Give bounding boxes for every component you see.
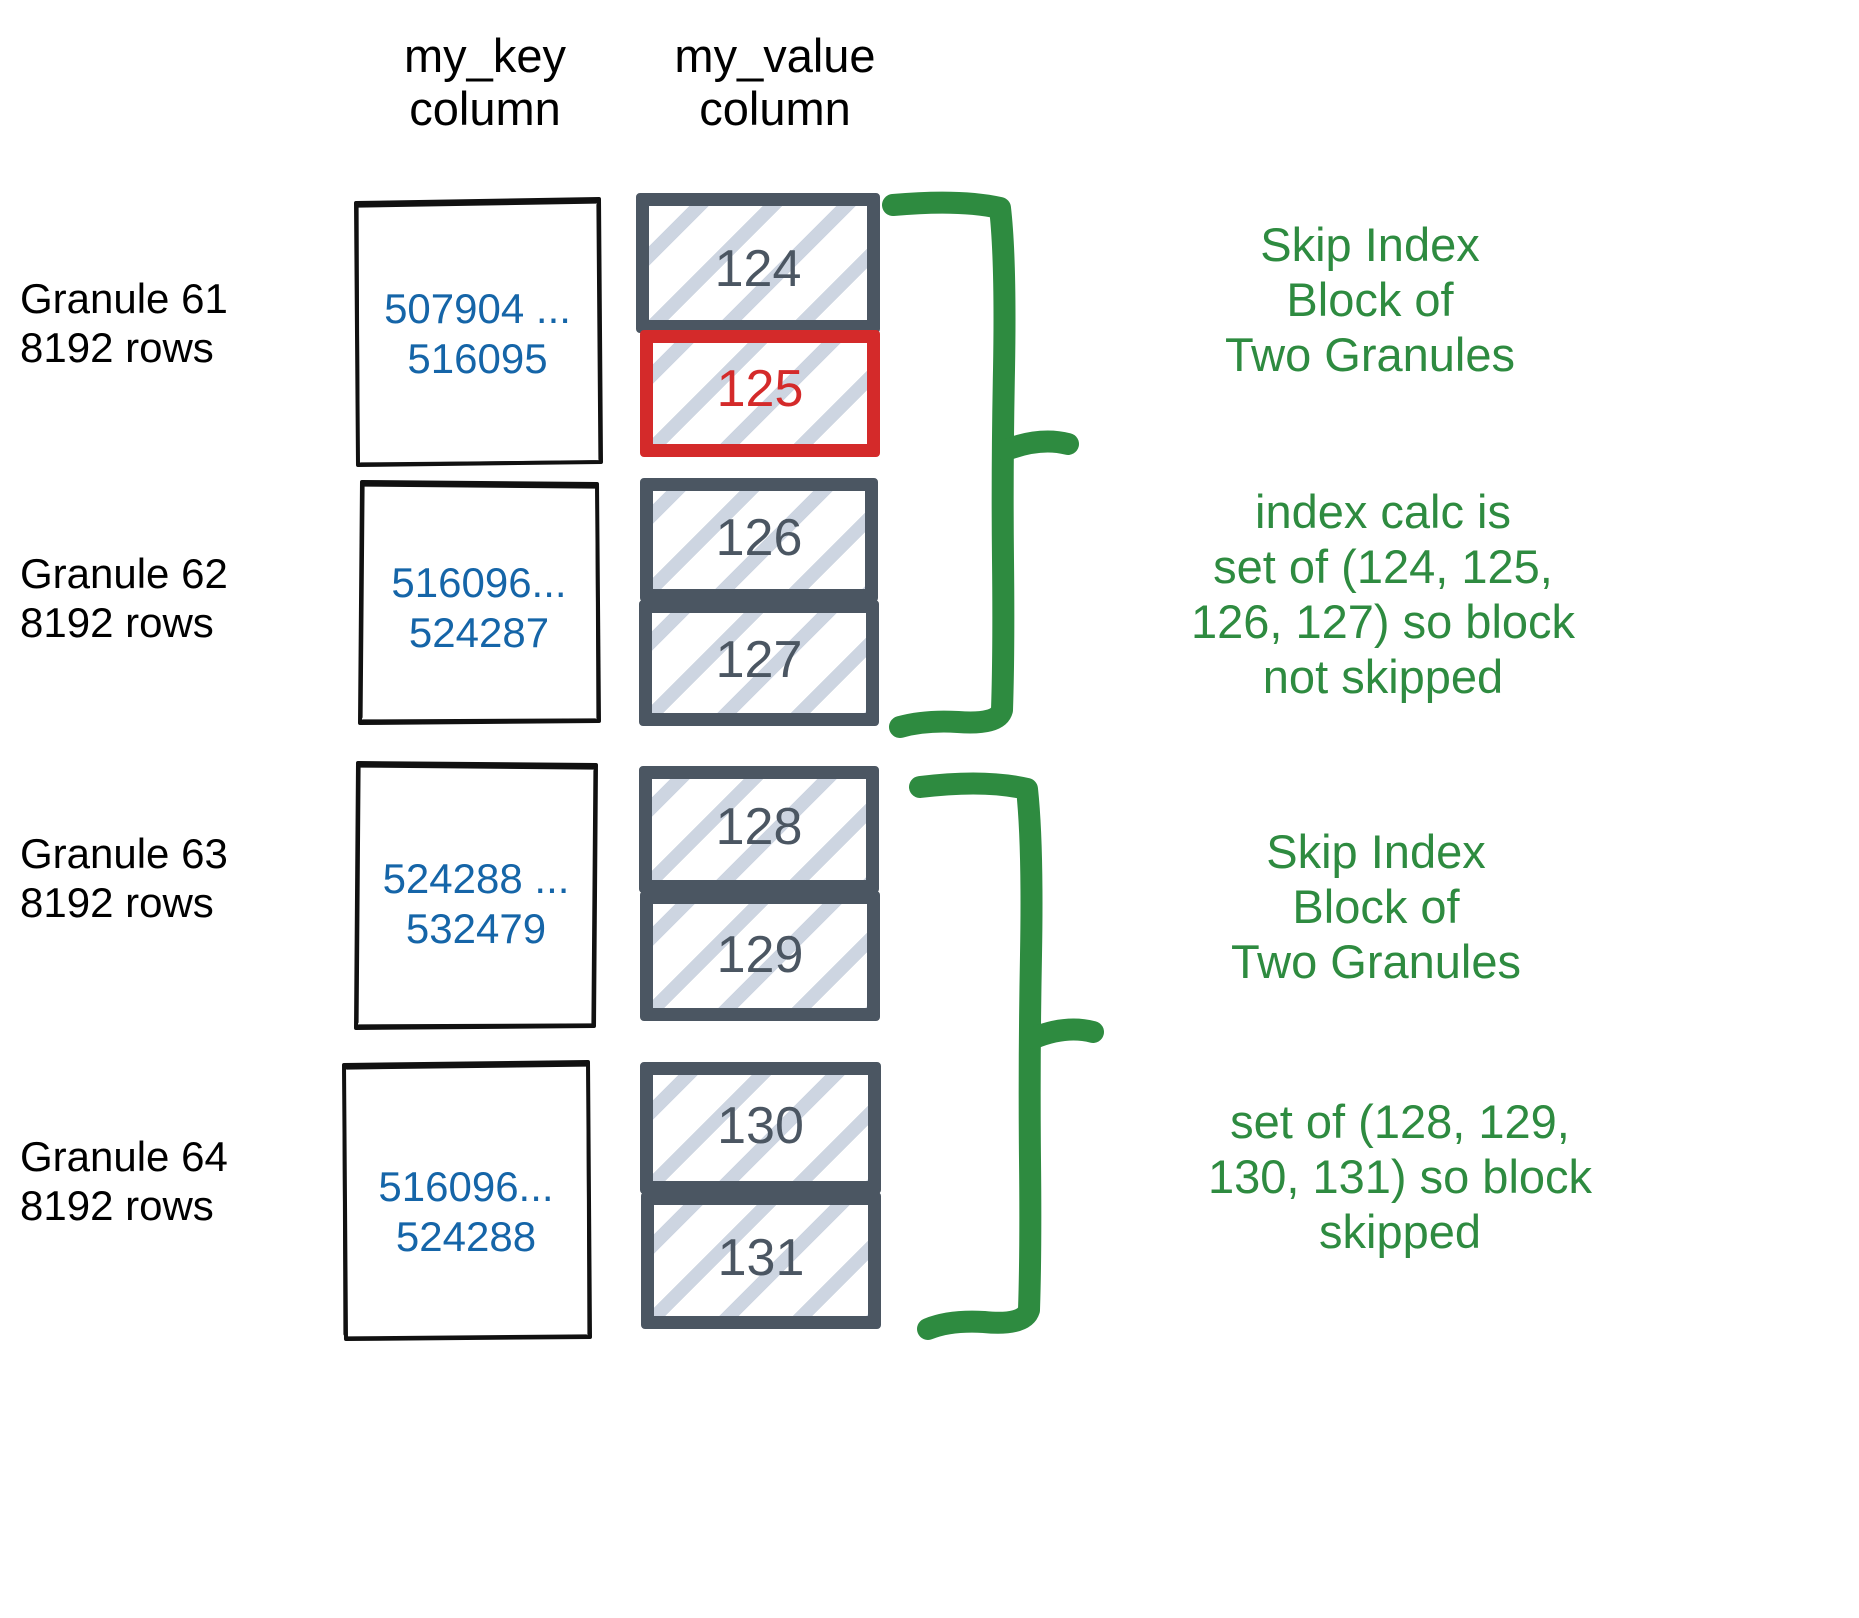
- value-number-127: 127: [715, 631, 803, 689]
- value-number-129: 129: [716, 926, 804, 984]
- granule-label-64: Granule 64 8192 rows: [20, 1133, 228, 1229]
- sketch-border-icon: [358, 480, 601, 725]
- sketch-border-icon: [342, 1060, 592, 1341]
- value-cell-124-hatch: [641, 197, 879, 330]
- column-header-my-value: my_value column: [674, 29, 876, 135]
- annotation-index-calc-not-skipped: index calc is set of (124, 125, 126, 127…: [1190, 485, 1576, 703]
- key-range-granule-62: 516096... 524287: [391, 559, 567, 656]
- annotation-set-of-skipped: set of (128, 129, 130, 131) so block ski…: [1207, 1095, 1593, 1258]
- value-number-131: 131: [717, 1229, 805, 1287]
- value-cell-129-hatch: [646, 897, 878, 1015]
- value-number-125: 125: [716, 360, 804, 418]
- bracket-bottom-tick: [1023, 1018, 1104, 1049]
- value-number-124: 124: [714, 240, 802, 298]
- key-box-granule-64: 516096... 524288: [342, 1060, 592, 1341]
- column-header-my-key: my_key column: [404, 29, 566, 135]
- value-number-126: 126: [715, 509, 803, 567]
- value-number-130: 130: [717, 1097, 804, 1155]
- value-number-128: 128: [715, 798, 803, 856]
- value-cell-131-hatch: [647, 1198, 879, 1323]
- granule-label-62: Granule 62 8192 rows: [20, 550, 228, 646]
- key-box-granule-63: 524288 ... 532479: [354, 761, 598, 1030]
- sketch-border-icon: [354, 197, 603, 467]
- value-cell-127-hatch: [645, 606, 877, 720]
- annotation-skip-index-block-bottom: Skip Index Block of Two Granules: [1231, 825, 1521, 988]
- key-box-granule-62: 516096... 524287: [358, 480, 601, 725]
- value-cell-128-hatch: [645, 772, 876, 887]
- granule-label-61: Granule 61 8192 rows: [20, 275, 228, 371]
- bracket-top: [882, 191, 1016, 738]
- bracket-top-tick: [995, 430, 1079, 461]
- bracket-bottom: [909, 772, 1043, 1340]
- value-cell-125-hatch: [646, 336, 878, 453]
- key-box-granule-61: 507904 ... 516095: [354, 197, 603, 467]
- key-range-granule-64: 516096... 524288: [378, 1163, 554, 1260]
- value-cell-126-hatch: [646, 484, 875, 596]
- sketch-border-icon: [354, 761, 598, 1030]
- key-range-granule-63: 524288 ... 532479: [382, 855, 570, 952]
- value-cell-130-hatch: [646, 1068, 879, 1188]
- key-range-granule-61: 507904 ... 516095: [384, 285, 571, 382]
- annotation-skip-index-block-top: Skip Index Block of Two Granules: [1225, 218, 1515, 381]
- granule-label-63: Granule 63 8192 rows: [20, 830, 228, 926]
